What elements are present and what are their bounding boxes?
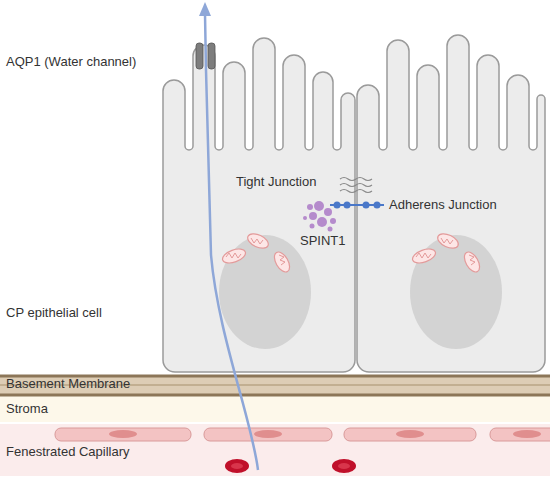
part-label: AQP1 (Water channel) [6,54,136,70]
aqp1-channel-symbol [196,43,215,69]
part-label: Adherens Junction [389,197,497,213]
spint1-particle [309,212,317,220]
nucleus [219,235,311,349]
endothelial-nucleus [396,430,424,438]
spint1-particle [330,218,336,224]
water-flow-arrow [205,14,258,470]
cristae [469,255,475,265]
endothelial-nucleus [513,430,541,438]
membrane-line [0,394,550,397]
background [0,420,550,491]
part-label: CP epithelial cell [6,305,102,321]
part-label: Tight Junction [236,174,316,190]
spint1-cluster [303,201,336,232]
spint1-particle [303,216,307,220]
mitochondrion [221,246,248,265]
red-blood-cell [332,459,356,473]
spint1-particle [328,227,333,232]
spint1-particle [324,208,332,216]
part-label: Fenestrated Capillary [6,444,130,460]
cristae [279,255,285,265]
part-label: Basement Membrane [6,376,130,392]
mitochondrion [271,249,292,274]
junction-dot [344,202,351,209]
cristae [416,253,431,258]
tight-junction-symbol [340,178,372,193]
red-blood-cell-center [338,463,350,469]
capillary-lumen [0,424,550,476]
endothelial-nucleus [254,430,282,438]
spint1-particle [314,201,324,211]
endothelial-cell [344,428,476,441]
cristae [441,238,453,244]
junction-strand [340,190,372,193]
epithelial-cell [163,38,355,372]
junction-dot [334,202,341,209]
endothelial-cell [490,428,550,441]
junction-strand [340,178,372,181]
channel-subunit [208,43,215,69]
mitochondrion [435,231,460,251]
arrow-head [199,2,211,16]
epithelial-cell [357,35,545,372]
stroma-band [0,396,550,422]
endothelial-cell [204,428,332,441]
channel-subunit [196,43,203,69]
mitochondria-cristae [226,238,475,265]
mitochondria [221,231,483,275]
spint1-particle [307,204,313,210]
basement-membrane-band [0,375,550,396]
red-blood-cell [225,459,249,473]
spint1-particle [310,224,315,229]
junction-strand [340,184,372,187]
endothelial-cell [55,428,191,441]
mitochondrion [245,231,270,251]
spint1-particle [317,217,327,227]
cristae [251,238,263,244]
junction-dot [374,202,381,209]
cristae [226,253,241,258]
nucleus [410,235,502,349]
mitochondrion [411,246,438,265]
junction-dot [363,202,370,209]
endothelial-cells [55,428,550,441]
red-blood-cell-center [231,463,243,469]
mitochondrion [461,249,482,274]
part-label: Stroma [6,401,48,417]
endothelial-nucleus [109,430,137,438]
part-label: SPINT1 [300,233,346,249]
adherens-junction-symbol [330,202,384,209]
